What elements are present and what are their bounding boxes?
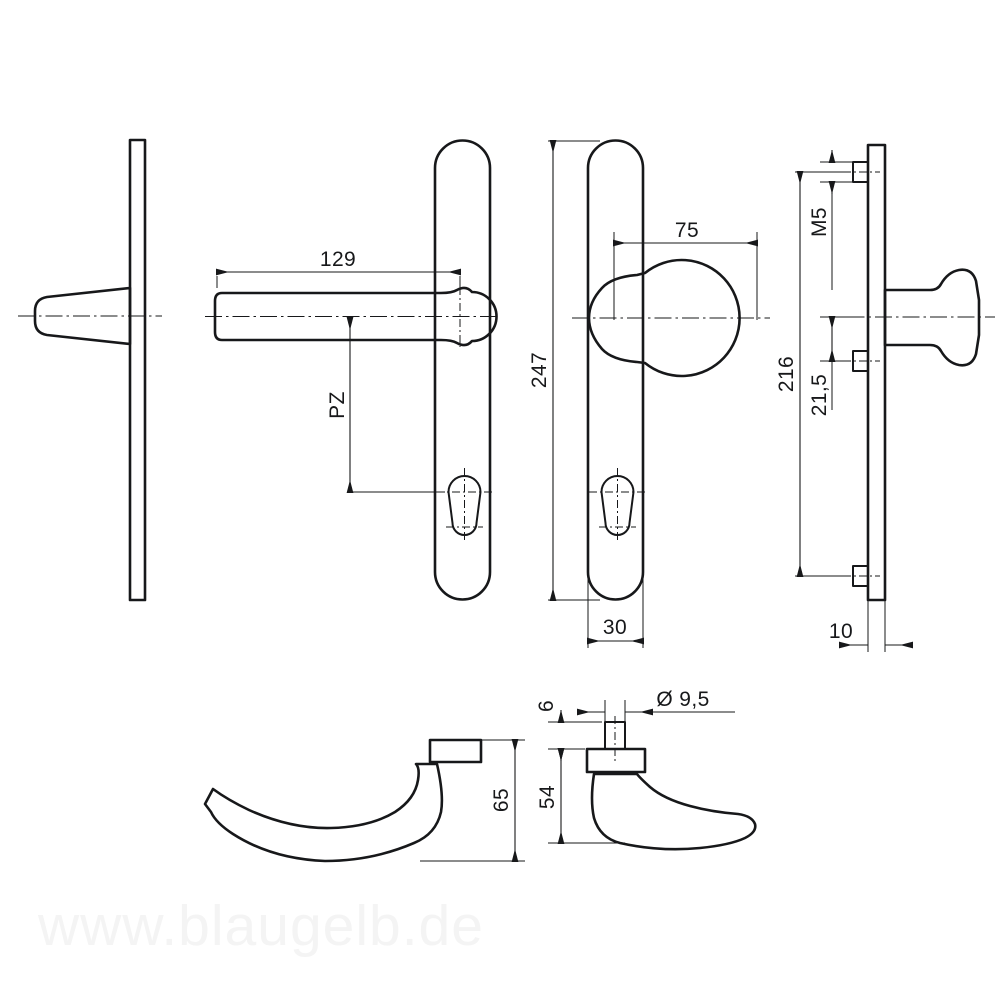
dimension-knob-projection: 75: [612, 219, 759, 320]
dimension-lever-length: 129: [215, 248, 462, 290]
view-front-knob-plate: 247 75 30: [528, 139, 770, 648]
dimension-label-10: 10: [829, 620, 853, 643]
view-front-lever-plate: 129 PZ: [205, 139, 500, 601]
dimension-plate-height: 247: [528, 139, 600, 602]
view-detail-lever-profile: 65: [203, 738, 525, 863]
lever-collar: [428, 738, 483, 764]
lever-body-profile: [203, 762, 444, 863]
dimension-label-m5: M5: [808, 207, 831, 237]
dimension-label-247: 247: [528, 352, 551, 388]
dimension-label-30: 30: [603, 616, 627, 639]
dimension-label-6: 6: [535, 700, 558, 712]
dimension-label-65: 65: [490, 788, 513, 812]
knob-side-profile-2: [883, 268, 981, 367]
dimension-label-diameter-95: Ø 9,5: [656, 688, 709, 711]
keyhole-euro-profile-2: [589, 468, 646, 541]
screw-boss-top: [852, 161, 869, 183]
escutcheon-plate-outline-2: [586, 139, 645, 601]
dimension-spindle-diameter: Ø 9,5: [576, 688, 735, 726]
escutcheon-plate-outline: [433, 139, 492, 601]
dimension-screw-spacing: 216: [775, 170, 850, 578]
dimension-pz: PZ: [326, 316, 445, 494]
view-detail-knob-lever-profile: 6 Ø 9,5 54: [535, 688, 757, 851]
knob-side-profile: [33, 286, 132, 346]
dimension-short-lever-height: 54: [536, 747, 625, 845]
knob-front-outline: [587, 258, 741, 378]
dimension-label-54: 54: [536, 785, 559, 809]
dimension-label-215: 21,5: [808, 374, 831, 416]
dimension-lever-height: 65: [420, 738, 525, 863]
plate-edge-profile: [128, 138, 147, 602]
dimension-label-pz: PZ: [326, 391, 349, 419]
view-side-knob-plate: [18, 138, 162, 602]
screw-boss-bottom: [852, 565, 869, 587]
watermark-url: www.blaugelb.de: [38, 894, 484, 958]
dimension-label-75: 75: [675, 219, 699, 242]
view-side-plate-screws: M5 216 21,5 10: [775, 143, 995, 652]
dimension-label-216: 216: [775, 356, 798, 392]
short-lever-collar: [585, 747, 647, 774]
lever-handle-outline: [213, 286, 498, 347]
keyhole-euro-profile: [436, 468, 493, 541]
dimension-plate-thickness: 10: [829, 580, 914, 652]
dimension-spindle-length: 6: [535, 700, 602, 762]
dimension-m5: M5: [808, 149, 858, 290]
plate-edge-profile-2: [866, 143, 887, 602]
dimension-keyhole-offset: 21,5: [808, 315, 860, 416]
screw-boss-middle: [852, 350, 869, 372]
short-lever-body-profile: [590, 772, 757, 851]
dimension-plate-width: 30: [586, 578, 645, 648]
dimension-label-129: 129: [320, 248, 356, 271]
